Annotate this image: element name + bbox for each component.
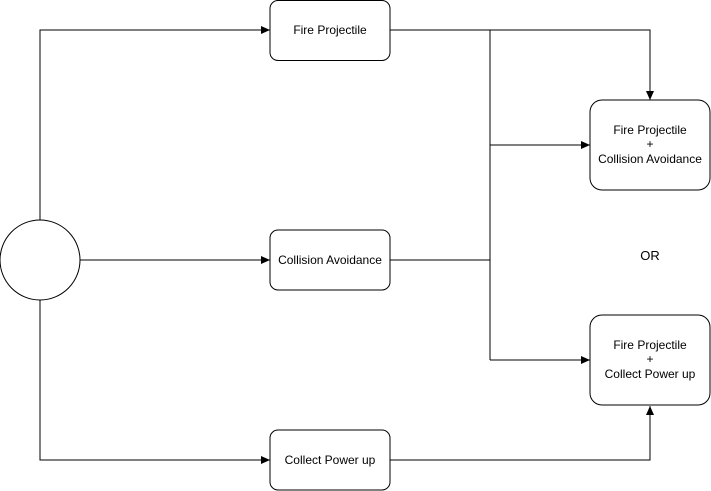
node-combo-fire-collision-line3: Collision Avoidance (598, 152, 702, 166)
start-node (0, 219, 81, 301)
node-combo-fire-powerup-line3: Collect Power up (605, 367, 696, 381)
edge-start-to-fire-projectile (39, 26, 270, 220)
node-combo-fire-powerup-plus: + (646, 352, 653, 366)
node-combo-fire-powerup-line1: Fire Projectile (613, 338, 687, 352)
node-combo-fire-collision-line1: Fire Projectile (613, 123, 687, 137)
node-combo-fire-collision-plus: + (646, 137, 653, 151)
node-collect-power-up: Collect Power up (269, 429, 391, 491)
connectors (39, 26, 654, 464)
node-combo-fire-collision: Fire Projectile + Collision Avoidance (589, 99, 711, 191)
node-collision-avoidance-label: Collision Avoidance (278, 253, 382, 267)
node-collision-avoidance: Collision Avoidance (269, 229, 391, 291)
node-fire-projectile-label: Fire Projectile (293, 23, 367, 37)
or-label: OR (640, 248, 660, 263)
node-combo-fire-powerup: Fire Projectile + Collect Power up (589, 314, 711, 406)
edge-fire-projectile-to-combo-top (390, 29, 654, 100)
node-fire-projectile: Fire Projectile (269, 0, 391, 61)
edge-start-to-collect-power-up (39, 300, 270, 464)
edge-collect-power-up-to-combo-bottom (390, 406, 654, 461)
node-collect-power-up-label: Collect Power up (285, 453, 376, 467)
